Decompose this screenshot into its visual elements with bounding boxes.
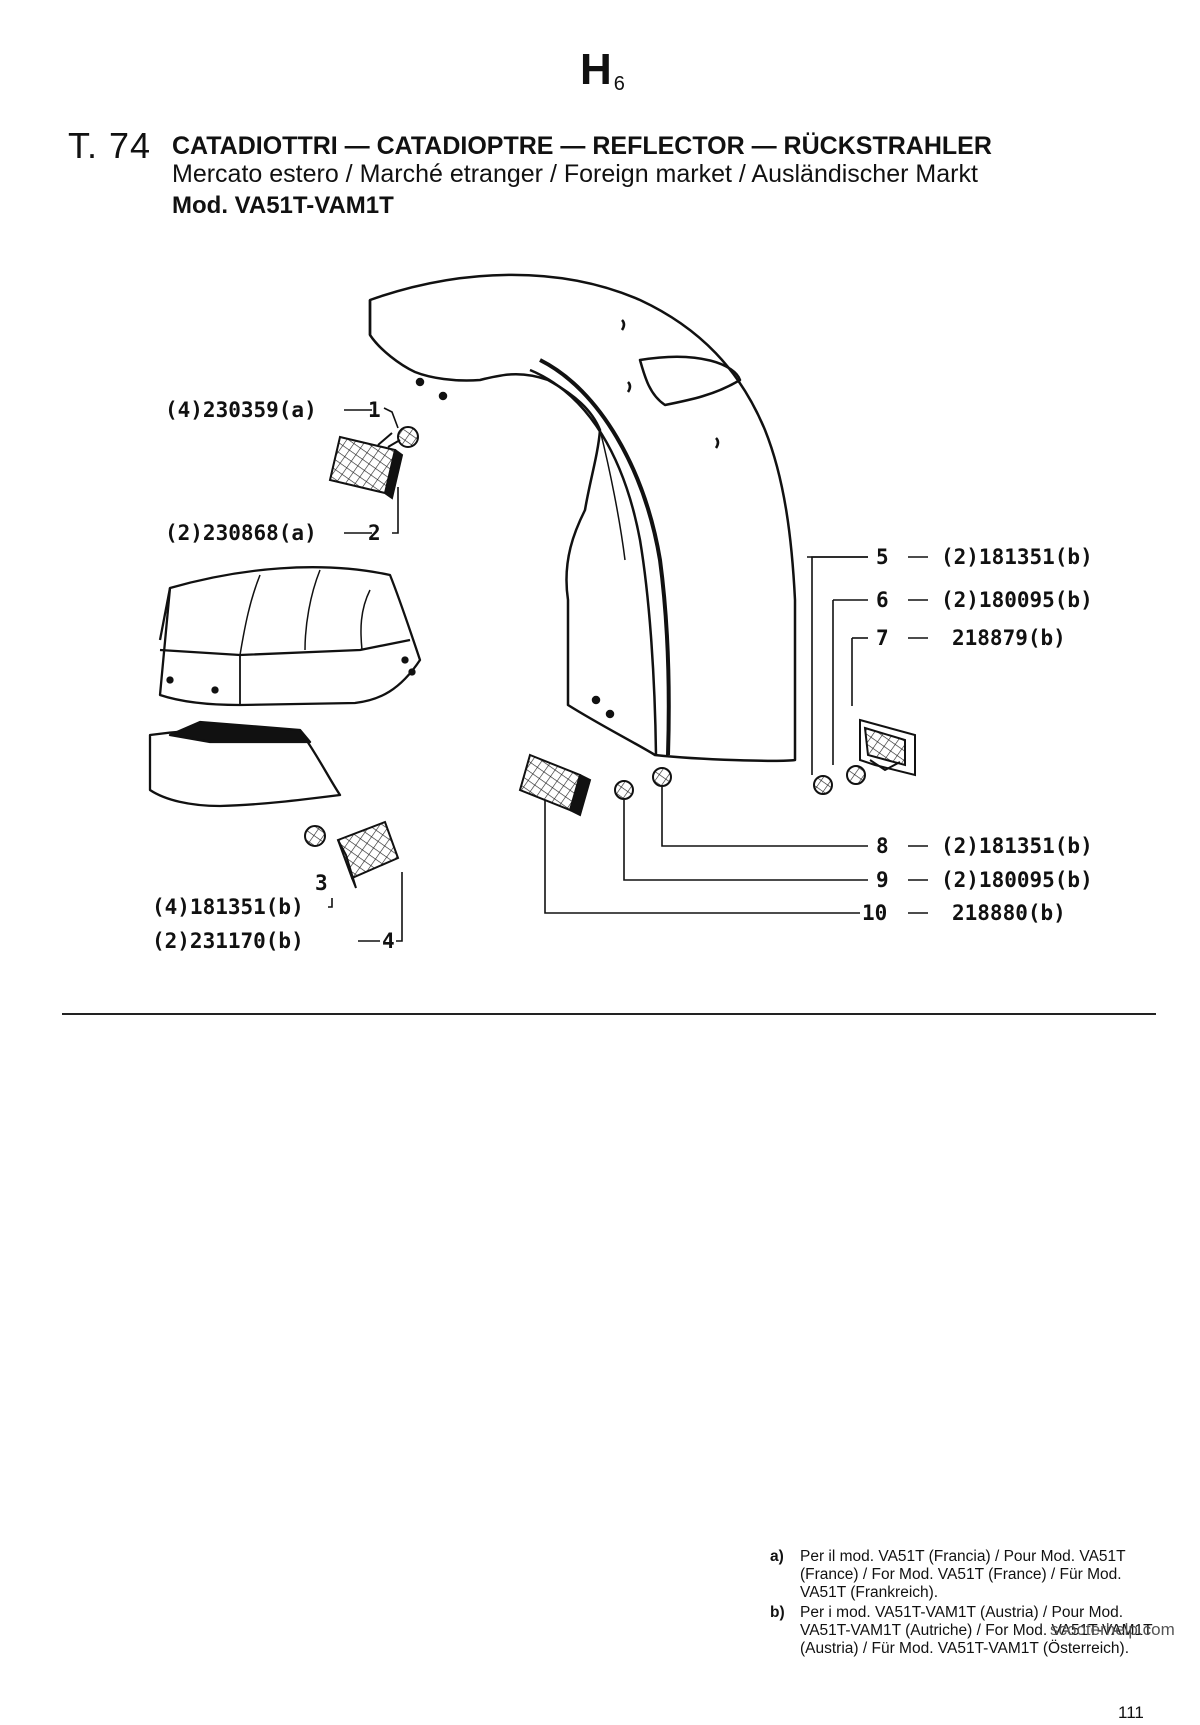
callout-labels: (4)230359(a) 1 (2)230868(a) 2 3 (4)18135… — [152, 398, 1093, 953]
part-9-ref: 9 — [876, 868, 889, 892]
footnote-b: b) Per i mod. VA51T-VAM1T (Austria) / Po… — [770, 1604, 1170, 1658]
part-4-ref: 4 — [382, 929, 395, 953]
part-7-ref: 7 — [876, 626, 889, 650]
section-divider — [62, 1013, 1156, 1015]
part-5-code: (2)181351(b) — [941, 545, 1093, 569]
footnote-a: a) Per il mod. VA51T (Francia) / Pour Mo… — [770, 1548, 1170, 1602]
footnote-text: Per il mod. VA51T (Francia) / Pour Mod. … — [800, 1548, 1126, 1601]
part-10-code: 218880(b) — [952, 901, 1066, 925]
part-6-ref: 6 — [876, 588, 889, 612]
section-number: 6 — [613, 73, 625, 95]
part-8-code: (2)181351(b) — [941, 834, 1093, 858]
side-cowl-drawing — [158, 566, 422, 707]
part-9-code: (2)180095(b) — [941, 868, 1093, 892]
part-6-code: (2)180095(b) — [941, 588, 1093, 612]
part-2-code: (2)230868(a) — [165, 521, 317, 545]
page-title: CATADIOTTRI — CATADIOPTRE — REFLECTOR — … — [172, 132, 992, 160]
leader-lines — [328, 407, 868, 942]
section-letter: H — [580, 45, 612, 94]
part-6-washer — [846, 765, 866, 785]
footnotes: a) Per il mod. VA51T (Francia) / Pour Mo… — [770, 1548, 1170, 1660]
part-3-ref: 3 — [315, 871, 328, 895]
part-10-reflector — [518, 753, 592, 817]
part-10-ref: 10 — [862, 901, 887, 925]
part-2-reflector — [328, 432, 404, 500]
footnote-key: a) — [770, 1548, 784, 1565]
model-line: Mod. VA51T-VAM1T — [172, 192, 394, 219]
table-number: T. 74 — [68, 125, 152, 166]
part-5-ref: 5 — [876, 545, 889, 569]
part-8-ref: 8 — [876, 834, 889, 858]
part-1-grommet — [397, 426, 419, 448]
page-number: 111 — [1118, 1703, 1144, 1722]
watermark: scooterhelp.com — [1050, 1620, 1175, 1639]
part-4-reflector — [336, 820, 400, 889]
page-subtitle: Mercato estero / Marché etranger / Forei… — [172, 160, 978, 188]
footnote-key: b) — [770, 1604, 785, 1621]
label-dashes — [908, 556, 928, 914]
part-1-code: (4)230359(a) — [165, 398, 317, 422]
shield-trim-drawing — [148, 720, 342, 808]
part-5-grommet — [813, 775, 833, 795]
part-3-code: (4)181351(b) — [152, 895, 304, 919]
part-2-ref: 2 — [368, 521, 381, 545]
part-1-ref: 1 — [368, 398, 381, 422]
footnote-text: Per i mod. VA51T-VAM1T (Austria) / Pour … — [800, 1604, 1153, 1657]
part-7-code: 218879(b) — [952, 626, 1066, 650]
part-8-grommet — [652, 767, 672, 787]
rear-fender-drawing — [368, 273, 797, 763]
part-3-grommet — [304, 825, 326, 847]
part-4-code: (2)231170(b) — [152, 929, 304, 953]
part-9-washer — [614, 780, 634, 800]
part-7-reflector-holder — [859, 718, 916, 777]
